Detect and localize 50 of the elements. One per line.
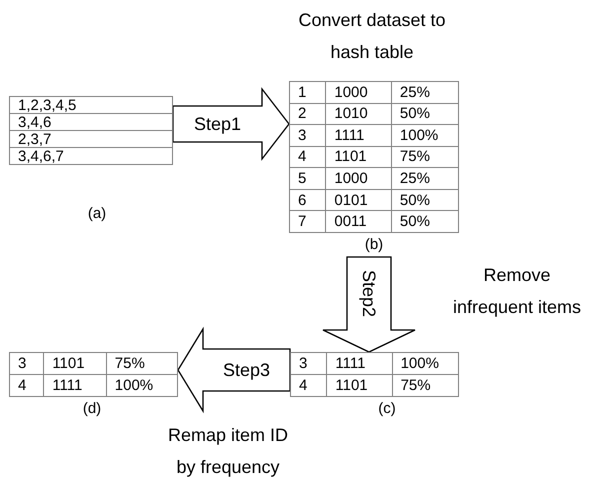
table-cell: 1101 xyxy=(326,374,392,396)
table-cell: 75% xyxy=(391,146,458,168)
table-cell: 0011 xyxy=(326,210,392,232)
table-cell: 3,4,6 xyxy=(10,114,172,130)
table-cell: 1010 xyxy=(326,103,392,125)
table-caption: (a) xyxy=(86,205,108,222)
table-cell: 50% xyxy=(391,210,458,232)
table-cell: 1111 xyxy=(44,374,106,396)
table-cell: 2,3,7 xyxy=(10,130,172,148)
edge-label: Step3 xyxy=(222,360,270,380)
table-cell: 25% xyxy=(391,168,458,190)
table-cell: 3 xyxy=(290,352,327,374)
table-cell: 2 xyxy=(290,103,326,125)
table-caption: (d) xyxy=(82,400,102,417)
block-arrow xyxy=(322,256,416,353)
table-cell: 3 xyxy=(290,124,326,146)
table-cell: 4 xyxy=(290,146,326,168)
table-cell: 1 xyxy=(290,82,326,104)
table-cell: 25% xyxy=(391,82,458,104)
table-cell: 4 xyxy=(290,374,327,396)
table-cell: 1000 xyxy=(326,168,392,190)
table-cell: 100% xyxy=(391,124,458,146)
table-cell: 1111 xyxy=(326,124,392,146)
block-arrow xyxy=(177,326,291,414)
table-cell: 100% xyxy=(106,374,178,396)
table-cell: 1,2,3,4,5 xyxy=(10,96,172,114)
table-cell: 5 xyxy=(290,168,326,190)
table-cell: 6 xyxy=(290,189,326,211)
table-cell: 7 xyxy=(290,210,326,232)
edge-label: Step2 xyxy=(359,270,379,318)
table-cell: 75% xyxy=(106,352,178,374)
table-cell: 0101 xyxy=(326,189,392,211)
table-cell: 50% xyxy=(391,103,458,125)
block-arrow xyxy=(172,87,290,161)
table-caption: (c) xyxy=(377,400,397,417)
edge-label: Step1 xyxy=(194,114,242,134)
table-caption: (b) xyxy=(364,236,384,253)
table-cell: 3 xyxy=(10,352,44,374)
table-cell: 100% xyxy=(392,352,458,374)
table-cell: 1000 xyxy=(326,82,392,104)
note-text: Convert dataset to hash table xyxy=(297,9,447,64)
table-cell: 50% xyxy=(391,189,458,211)
table-cell: 4 xyxy=(10,374,44,396)
table-cell: 1101 xyxy=(326,146,392,168)
table-cell: 1111 xyxy=(326,352,392,374)
note-text: Remap item ID by frequency xyxy=(166,424,290,479)
table-cell: 1101 xyxy=(44,352,106,374)
table-cell: 3,4,6,7 xyxy=(10,148,172,164)
table-cell: 75% xyxy=(392,374,458,396)
note-text: Remove infrequent items xyxy=(452,264,582,319)
